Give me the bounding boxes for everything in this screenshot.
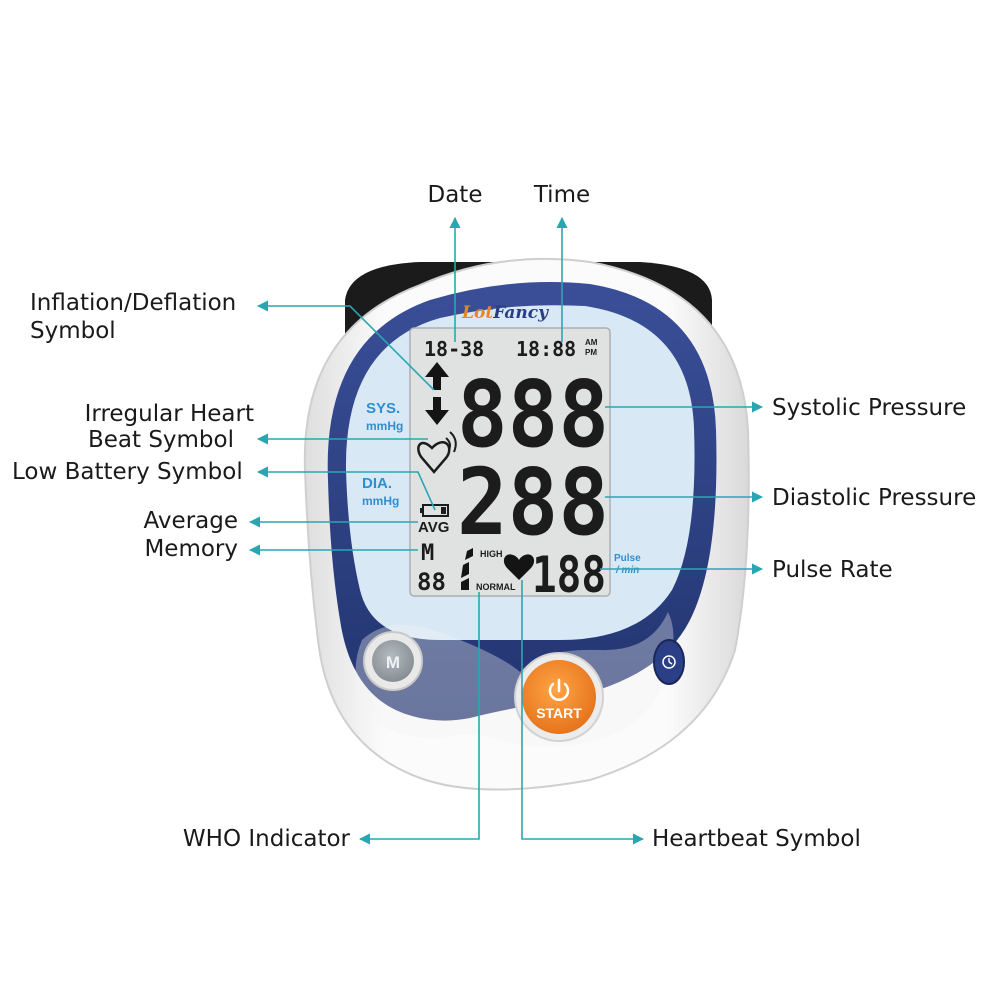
heartbeat-callout-line [521, 580, 645, 845]
pulse-unit-2: / min [615, 565, 639, 576]
memory-letter: M [421, 541, 434, 566]
heartbeat-callout-label: Heartbeat Symbol [652, 826, 861, 852]
lcd-date: 18-38 [424, 337, 484, 361]
memory-callout-label: Memory [144, 536, 238, 562]
brand-logo: LotFancy [461, 303, 549, 323]
average-callout-label: Average [143, 508, 238, 534]
memory-number: 88 [417, 568, 446, 596]
date-callout-label: Date [427, 182, 483, 208]
who-callout-label: WHO Indicator [182, 826, 350, 852]
inflation-deflation-icon [425, 362, 449, 425]
lcd-time: 18:88 [516, 337, 576, 361]
who-callout-line [358, 592, 480, 845]
lcd-am: AM [585, 338, 598, 347]
avg-indicator: AVG [418, 519, 449, 536]
systolic-callout-label: Systolic Pressure [772, 395, 967, 421]
memory-button[interactable]: M [363, 631, 423, 691]
low-battery-callout-label: Low Battery Symbol [12, 459, 243, 485]
callout-lines [248, 216, 764, 845]
inflation-callout-label-1: Inflation/Deflation [30, 290, 237, 316]
who-indicator-bar [461, 548, 473, 590]
who-normal-label: NORMAL [476, 582, 516, 592]
time-callout-label: Time [533, 182, 591, 208]
battery-callout-line [256, 466, 436, 511]
start-button[interactable]: START [514, 652, 604, 742]
irregular-heartbeat-icon [417, 431, 457, 474]
lcd-screen [409, 327, 611, 597]
low-battery-icon [420, 504, 449, 517]
irregular-callout-label-1: Irregular Heart [84, 401, 254, 427]
clock-button[interactable] [653, 639, 685, 685]
systolic-digits: 888 [457, 361, 609, 468]
diastolic-callout-label: Diastolic Pressure [772, 485, 977, 511]
sys-unit: mmHg [366, 419, 403, 433]
sys-label: SYS. [366, 400, 400, 417]
heartbeat-icon [503, 554, 535, 580]
inflation-callout-label-2: Symbol [30, 318, 116, 344]
clock-icon [662, 655, 676, 669]
diastolic-digits: 288 [457, 449, 609, 556]
dia-label: DIA. [362, 475, 392, 492]
who-high-label: HIGH [480, 549, 503, 559]
irregular-callout-label-2: Beat Symbol [87, 427, 234, 453]
memory-button-label: M [386, 653, 400, 672]
lcd-pm: PM [585, 348, 597, 357]
inflation-callout-line [256, 300, 435, 391]
pulse-rate-callout-label: Pulse Rate [772, 557, 893, 583]
power-icon [548, 678, 570, 701]
pulse-unit-1: Pulse [614, 553, 641, 564]
dia-unit: mmHg [362, 494, 399, 508]
start-button-label: START [536, 705, 582, 721]
pulse-digits: 188 [532, 546, 606, 604]
